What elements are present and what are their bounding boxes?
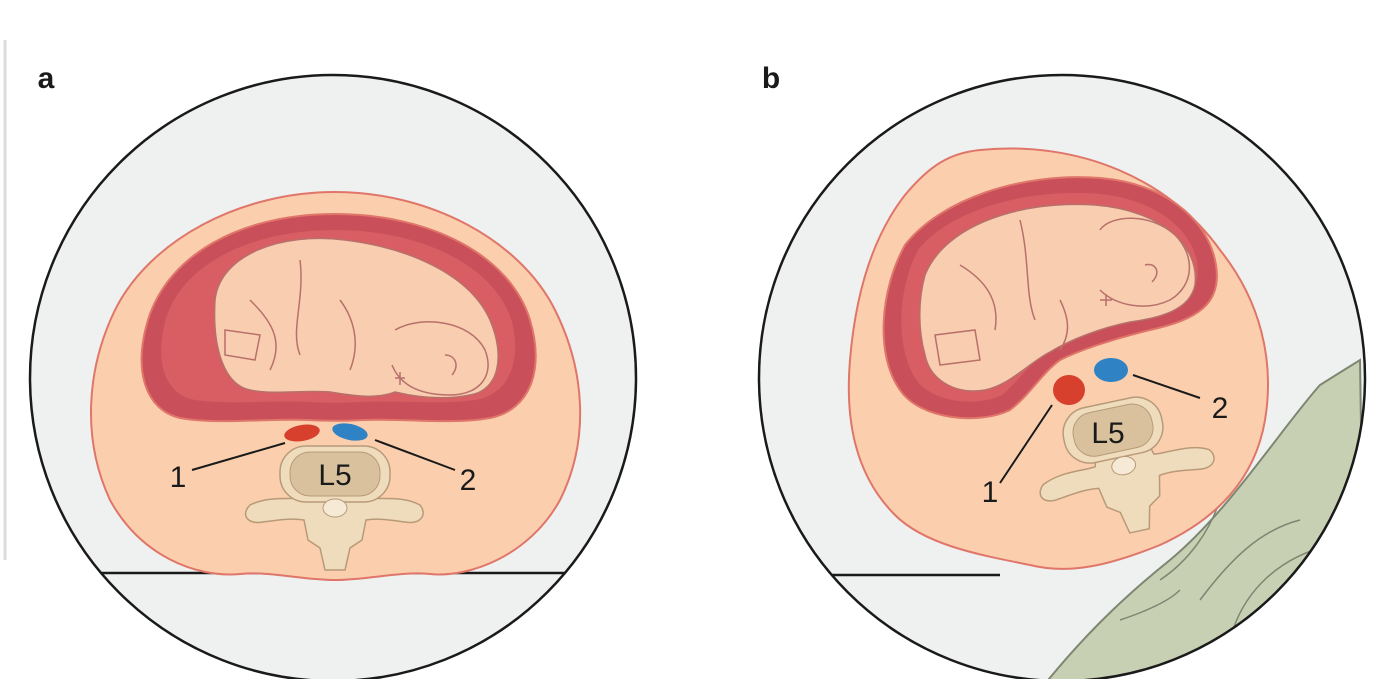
panel-b-callout-2: 2 (1212, 392, 1229, 425)
panel-b-aorta (1053, 375, 1085, 405)
panel-a-vertebra-label: L5 (318, 459, 351, 492)
panel-a: L5 1 2 a (20, 62, 660, 679)
panel-b-letter: b (762, 62, 780, 95)
panel-a-callout-1: 1 (170, 461, 187, 494)
panel-b: L5 1 2 b (759, 62, 1365, 679)
panel-a-callout-2: 2 (460, 464, 477, 497)
panel-b-callout-1: 1 (982, 476, 999, 509)
panel-b-vertebra-label: L5 (1091, 417, 1124, 450)
panel-b-vena-cava (1094, 358, 1128, 382)
panel-a-letter: a (38, 62, 55, 95)
